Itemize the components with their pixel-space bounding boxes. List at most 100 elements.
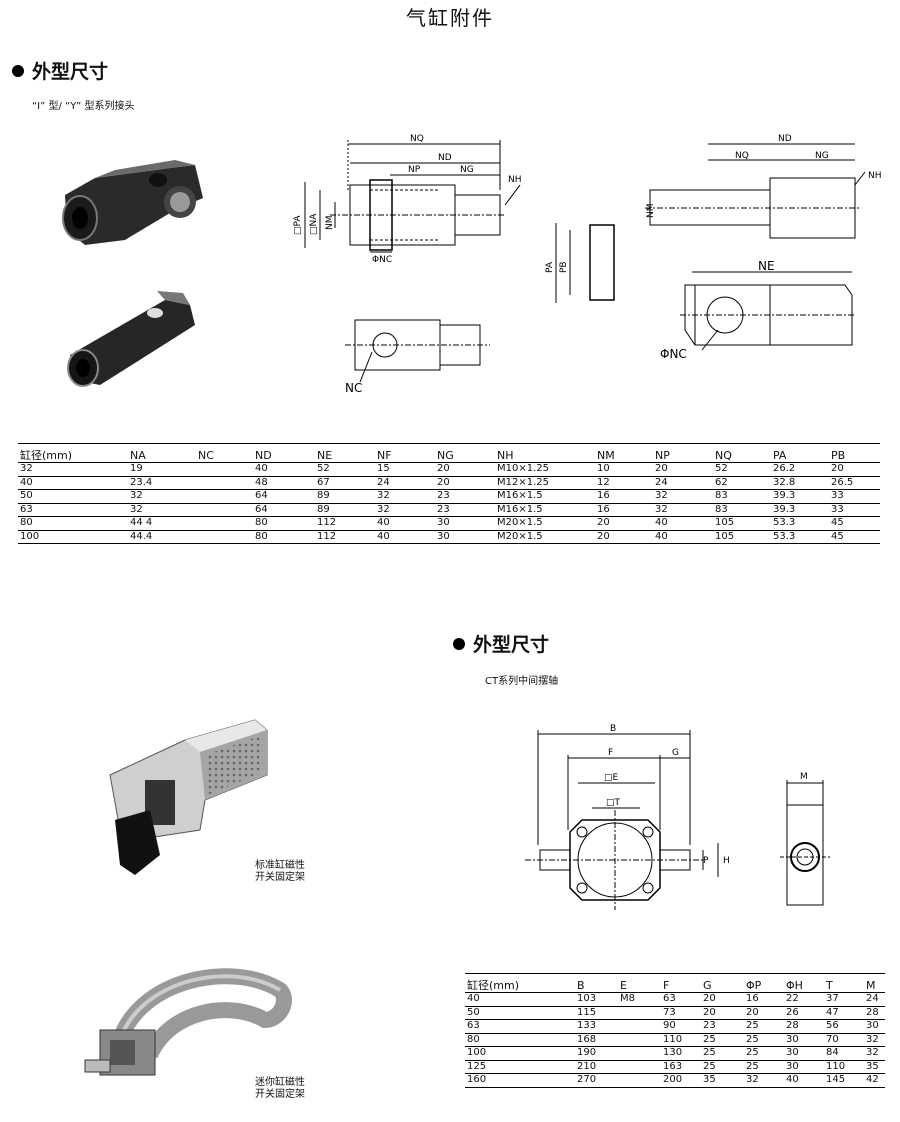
label-np: NP [408, 165, 421, 175]
table-cell: 30 [866, 1020, 879, 1031]
table-cell: 28 [866, 1006, 879, 1018]
table-cell: 110 [826, 1060, 846, 1072]
table-cell: 15 [377, 463, 390, 474]
table-cell: 39.3 [773, 490, 796, 501]
table-cell: 105 [715, 517, 735, 528]
table-cell: M20×1.5 [497, 530, 543, 542]
table-cell: 39.3 [773, 503, 796, 515]
ct-side-drawing: M [780, 772, 830, 906]
section2-subtitle: CT系列中间摆轴 [485, 676, 559, 687]
table-cell: 32 [866, 1047, 879, 1058]
table-cell: 16 [597, 490, 610, 501]
table-cell: 25 [703, 1033, 716, 1045]
table-cell: 83 [715, 503, 728, 515]
cylinder-switch-bracket-photo [109, 719, 268, 875]
page-title: 气缸附件 [406, 6, 494, 30]
label-e-sq: □E [604, 773, 619, 783]
table-cell: 32 [746, 1074, 759, 1085]
label-pb: PB [559, 261, 569, 273]
label-nm2: NM [646, 204, 656, 219]
table-cell: 12 [597, 476, 610, 488]
table-cell: 53.3 [773, 530, 796, 542]
label-nd: ND [438, 153, 452, 163]
table-cell: 63 [663, 993, 676, 1004]
table-cell: 80 [255, 530, 268, 542]
table-cell: 48 [255, 476, 268, 488]
section2-heading-text: 外型尺寸 [473, 634, 550, 656]
table-cell: 47 [826, 1006, 839, 1018]
table-cell: 22 [786, 993, 799, 1004]
table-cell: 16 [746, 993, 759, 1004]
table-cell: M16×1.5 [497, 490, 543, 501]
table-cell: 130 [663, 1047, 683, 1058]
table-cell: 28 [786, 1020, 799, 1031]
section2-heading: 外型尺寸 [453, 630, 549, 657]
table-cell: 163 [663, 1060, 683, 1072]
table-cell: 73 [663, 1006, 676, 1018]
table-cell: M10×1.25 [497, 463, 549, 474]
table-cell: 32.8 [773, 476, 796, 488]
section1-subtitle: “I” 型/ “Y” 型系列接头 [32, 101, 135, 112]
column-header: NA [130, 448, 146, 462]
y-joint-photo [62, 160, 203, 245]
table-cell: 89 [317, 503, 330, 515]
table-cell: 23 [703, 1020, 716, 1031]
table-cell: 20 [597, 517, 610, 528]
table-cell: 30 [437, 517, 450, 528]
table-cell: 145 [826, 1074, 846, 1085]
table-cell: 210 [577, 1060, 597, 1072]
table-cell: 70 [826, 1033, 839, 1045]
table-cell: M20×1.5 [497, 517, 543, 528]
column-header: G [703, 978, 712, 992]
table-cell: 33 [831, 490, 844, 501]
table-cell: 200 [663, 1074, 683, 1085]
table-cell: 45 [831, 517, 844, 528]
table-cell: 32 [866, 1033, 879, 1045]
table-cell [196, 517, 253, 531]
table-cell: 40 [255, 463, 268, 474]
label-p: P [703, 856, 709, 866]
table-cell: 90 [663, 1020, 676, 1031]
table-cell: 37 [826, 993, 839, 1004]
table-cell: 40 [467, 993, 480, 1004]
table-cell: 19 [130, 463, 143, 474]
table-cell [618, 1033, 661, 1047]
table-cell: 32 [655, 490, 668, 501]
table-cell: 53.3 [773, 517, 796, 528]
i-joint-drawing: ND NQ NG NH NM NE ΦNC [645, 134, 882, 361]
table-cell: 103 [577, 993, 597, 1004]
label-ng: NG [460, 165, 474, 175]
table-cell: M16×1.5 [497, 503, 543, 515]
table-cell: 67 [317, 476, 330, 488]
table-cell: 20 [655, 463, 668, 474]
table-cell: 80 [467, 1033, 480, 1045]
table-cell: 20 [597, 530, 610, 542]
table-cell: 50 [467, 1006, 480, 1018]
column-header: NQ [715, 448, 732, 462]
bracket1-caption-line1: 标准缸磁性 [255, 860, 305, 871]
table-cell: 64 [255, 490, 268, 501]
label-nh2: NH [868, 171, 882, 181]
label-pa: PA [545, 261, 555, 273]
table-cell: 160 [467, 1074, 487, 1085]
label-h: H [723, 856, 730, 866]
pin-drawing: PA PB [545, 223, 615, 303]
table-cell: 25 [746, 1020, 759, 1031]
table-cell: 24 [655, 476, 668, 488]
table-cell: 63 [20, 503, 33, 515]
label-nf: NQ [735, 151, 749, 161]
table-cell: 32 [20, 463, 33, 474]
table-cell: 25 [703, 1060, 716, 1072]
table-cell: 33 [831, 503, 844, 515]
table-cell: 24 [377, 476, 390, 488]
